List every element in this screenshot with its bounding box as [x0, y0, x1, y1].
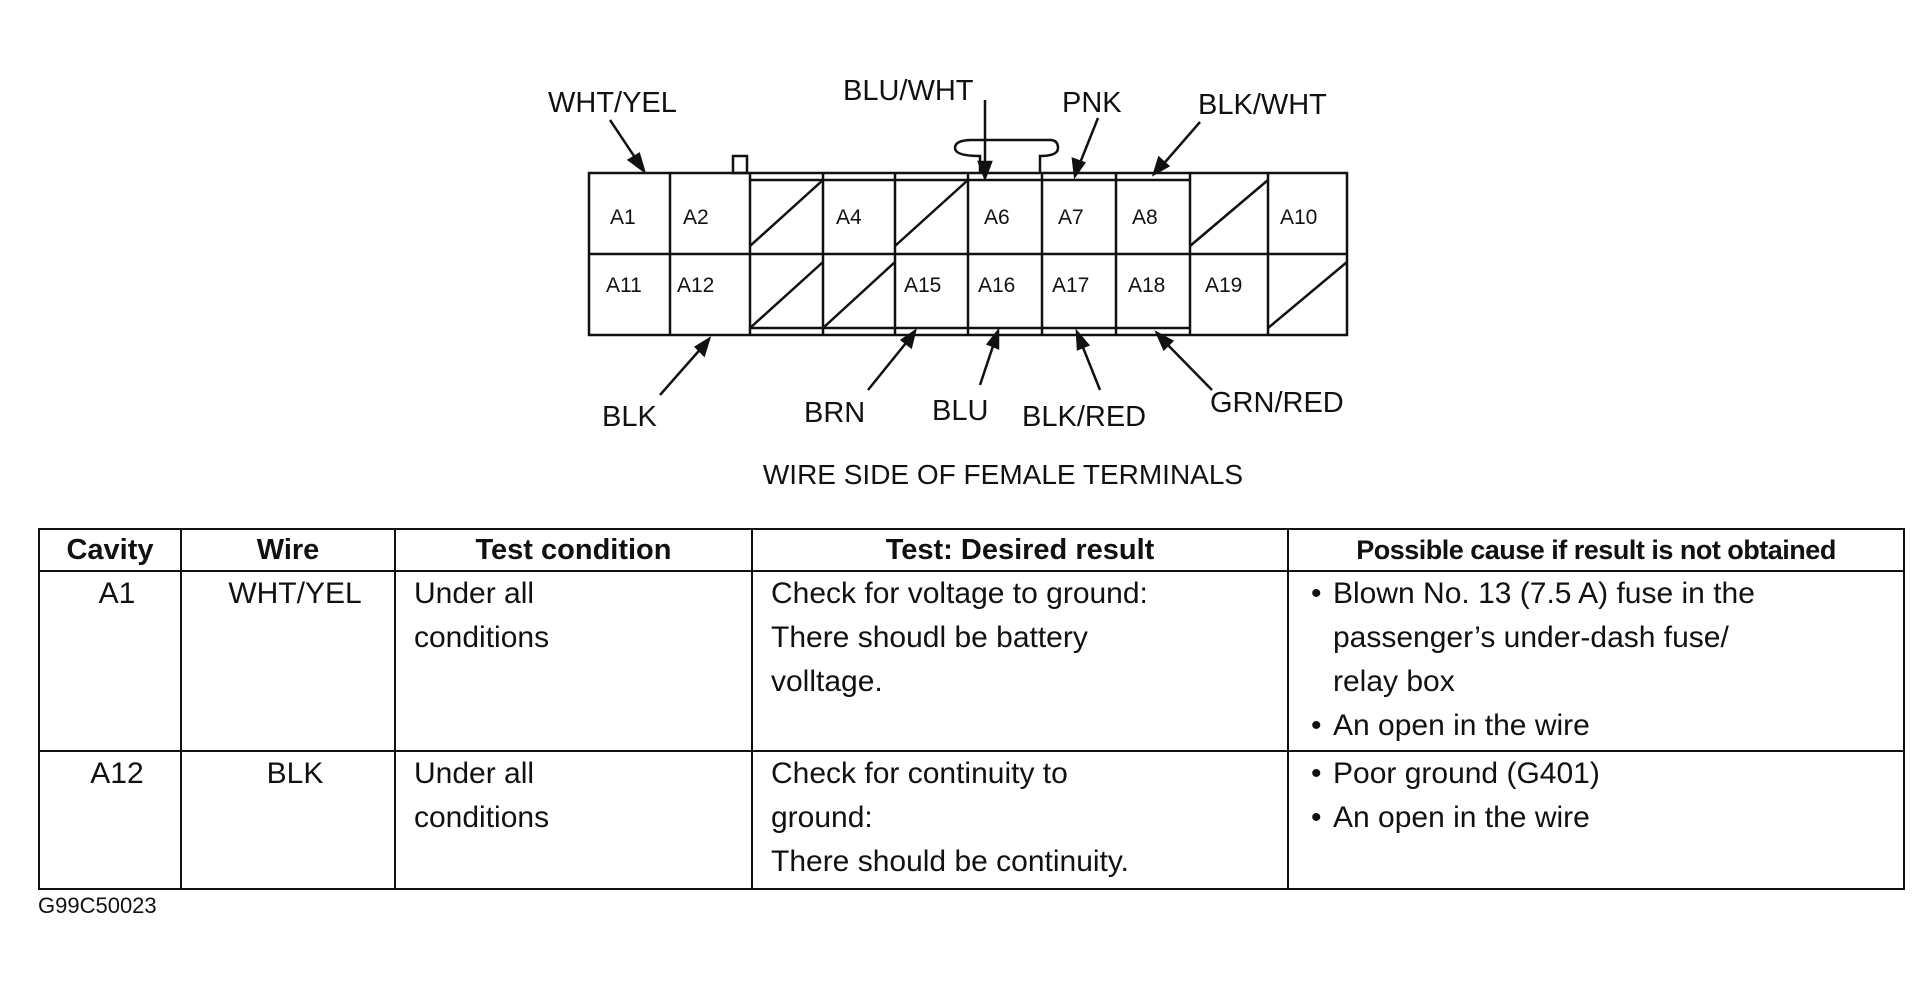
cavity-a7: A7 — [1058, 206, 1084, 229]
cavity-a19: A19 — [1205, 274, 1242, 297]
arrow-a15 — [867, 337, 911, 391]
cause-line: Poor ground (G401) — [1333, 757, 1600, 790]
cause-item: Blown No. 13 (7.5 A) fuse in the passeng… — [1307, 572, 1899, 704]
cell-cavity: A1 — [38, 570, 182, 752]
header-desired-result: Test: Desired result — [751, 528, 1289, 572]
cell-wire: BLK — [180, 750, 396, 890]
result-line: Check for voltage to ground: — [771, 577, 1148, 610]
cavity-a10: A10 — [1280, 206, 1317, 229]
condition-line: conditions — [414, 801, 550, 834]
header-cavity: Cavity — [38, 528, 182, 572]
header-test-condition: Test condition — [394, 528, 753, 572]
cavity-a4: A4 — [836, 206, 862, 229]
cavity-a6: A6 — [984, 206, 1010, 229]
connector-diagram: A1 A2 A4 A6 A7 A8 A10 A11 A12 A15 A16 A1… — [548, 75, 1349, 490]
cavity-a12: A12 — [677, 274, 714, 297]
table-row: A1 WHT/YEL Under all conditions Check fo… — [38, 570, 1905, 752]
figure-code: G99C50023 — [38, 893, 157, 918]
wire-label-a8: BLK/WHT — [1198, 89, 1327, 121]
cause-line: An open in the wire — [1333, 709, 1590, 742]
cavity-a15: A15 — [904, 274, 941, 297]
cause-line: passenger’s under-dash fuse/ — [1333, 621, 1729, 654]
diagram-caption: WIRE SIDE OF FEMALE TERMINALS — [763, 459, 1243, 490]
condition-line: Under all — [414, 577, 535, 610]
arrow-a12 — [659, 344, 705, 396]
cavity-a2: A2 — [683, 206, 709, 229]
cavity-a16: A16 — [978, 274, 1015, 297]
cell-cavity: A12 — [38, 750, 182, 890]
cell-causes: Poor ground (G401) An open in the wire — [1287, 750, 1905, 890]
wire-label-a12: BLK — [602, 401, 657, 433]
cell-result: Check for voltage to ground: There shoud… — [751, 570, 1289, 752]
cause-line: An open in the wire — [1333, 801, 1590, 834]
wire-label-a17: BLK/RED — [1022, 401, 1146, 433]
header-wire: Wire — [180, 528, 396, 572]
wire-label-a6: BLU/WHT — [843, 75, 974, 107]
arrow-a18 — [1162, 339, 1213, 391]
result-line: There shoudl be battery — [771, 621, 1088, 654]
wire-label-a18: GRN/RED — [1210, 387, 1344, 419]
cavity-a17: A17 — [1052, 274, 1089, 297]
condition-line: conditions — [414, 621, 550, 654]
cell-condition: Under all conditions — [394, 750, 753, 890]
arrow-a7 — [1076, 117, 1100, 169]
condition-line: Under all — [414, 757, 535, 790]
result-line: volltage. — [771, 665, 883, 698]
wire-label-a15: BRN — [804, 397, 865, 429]
wire-label-a1: WHT/YEL — [548, 87, 677, 119]
result-line: Check for continuity to — [771, 757, 1068, 790]
cavity-a8: A8 — [1132, 206, 1158, 229]
wire-label-a16: BLU — [932, 395, 988, 427]
connector-tab — [731, 154, 749, 175]
cause-line: Blown No. 13 (7.5 A) fuse in the — [1333, 577, 1755, 610]
wire-label-a7: PNK — [1062, 87, 1122, 119]
table-header-row: Cavity Wire Test condition Test: Desired… — [38, 528, 1905, 572]
cause-item: Poor ground (G401) — [1307, 752, 1899, 796]
cell-wire: WHT/YEL — [180, 570, 396, 752]
connector-lock — [953, 138, 1060, 173]
result-line: There should be continuity. — [771, 845, 1129, 878]
header-possible-cause: Possible cause if result is not obtained — [1287, 528, 1905, 572]
cell-result: Check for continuity to ground: There sh… — [751, 750, 1289, 890]
cause-item: An open in the wire — [1307, 796, 1899, 840]
arrow-a16 — [978, 339, 997, 386]
cavity-a18: A18 — [1128, 274, 1165, 297]
arrow-a17 — [1078, 339, 1102, 391]
cavity-a11: A11 — [606, 274, 642, 297]
cell-causes: Blown No. 13 (7.5 A) fuse in the passeng… — [1287, 570, 1905, 752]
cavity-a1: A1 — [610, 206, 636, 229]
cause-line: relay box — [1333, 665, 1455, 698]
result-line: ground: — [771, 801, 873, 834]
arrow-a8 — [1159, 121, 1201, 169]
troubleshooting-table: Cavity Wire Test condition Test: Desired… — [38, 528, 1905, 890]
cause-item: An open in the wire — [1307, 704, 1899, 748]
cell-condition: Under all conditions — [394, 570, 753, 752]
table-row: A12 BLK Under all conditions Check for c… — [38, 750, 1905, 890]
